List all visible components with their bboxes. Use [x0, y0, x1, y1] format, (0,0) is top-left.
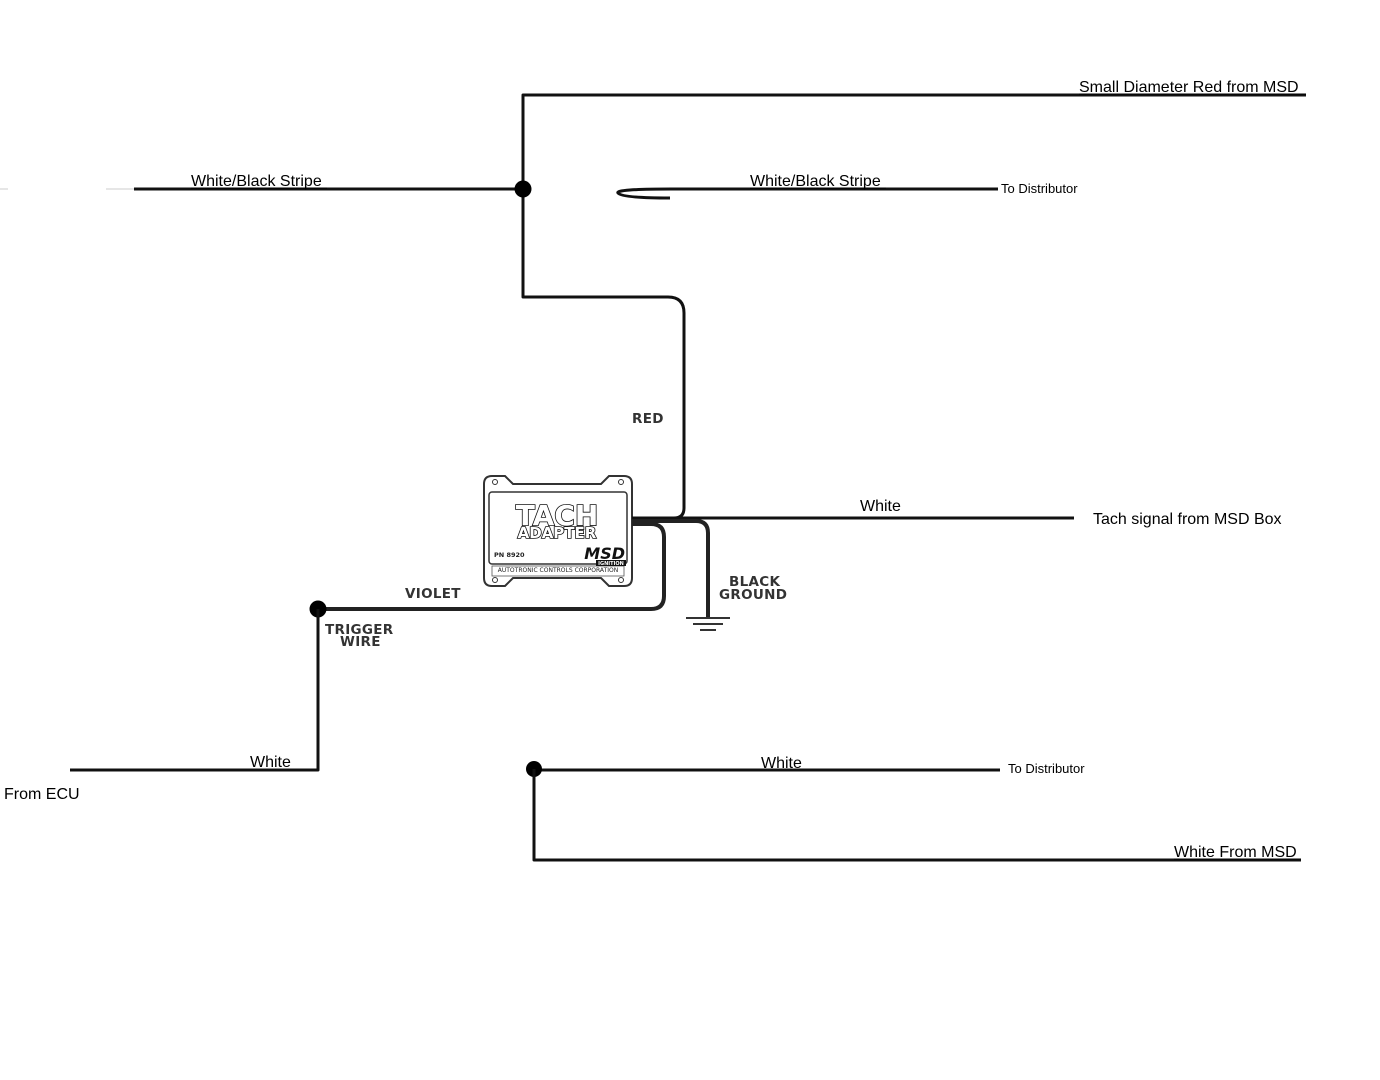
to-distributor-bottom-label: To Distributor — [1008, 761, 1085, 776]
device-part-number: PN 8920 — [494, 551, 525, 559]
white-black-stripe-right-wire — [616, 187, 998, 200]
white-from-msd-wire — [532, 769, 1301, 862]
small-red-label: Small Diameter Red from MSD — [1079, 79, 1299, 96]
red-wire-label: RED — [632, 411, 664, 427]
white-tach-label: White — [860, 498, 901, 515]
white-from-msd-label: White From MSD — [1174, 844, 1297, 861]
device-title-line2: ADAPTER — [518, 524, 597, 542]
tach-signal-label: Tach signal from MSD Box — [1093, 511, 1282, 528]
wire-label: WIRE — [340, 634, 381, 650]
violet-label: VIOLET — [405, 586, 461, 602]
device-brand-logo: MSD — [584, 544, 625, 563]
junction-dot-icon — [514, 180, 532, 198]
ground-symbol-icon — [686, 617, 730, 631]
device-brand-sub: IGNITION — [598, 561, 624, 567]
white-distributor-label: White — [761, 755, 802, 772]
small-red-wire — [521, 93, 1306, 520]
ground-label: GROUND — [719, 587, 787, 603]
tach-adapter-box: TACH ADAPTER PN 8920 MSD IGNITION AUTOTR… — [483, 475, 633, 587]
white-ecu-label: White — [250, 754, 291, 771]
violet-wire — [318, 522, 666, 611]
to-distributor-top-label: To Distributor — [1001, 181, 1078, 196]
white-ecu-wire — [70, 609, 320, 772]
white-black-stripe-right-label: White/Black Stripe — [750, 173, 881, 190]
device-title-line1: TACH — [516, 499, 599, 532]
trigger-label: TRIGGER — [325, 622, 394, 638]
white-black-stripe-left-label: White/Black Stripe — [191, 173, 322, 190]
black-label: BLACK — [729, 574, 780, 590]
device-maker: AUTOTRONIC CONTROLS CORPORATION — [498, 567, 618, 574]
from-ecu-label: From ECU — [4, 786, 80, 803]
black-ground-wire — [632, 519, 710, 618]
